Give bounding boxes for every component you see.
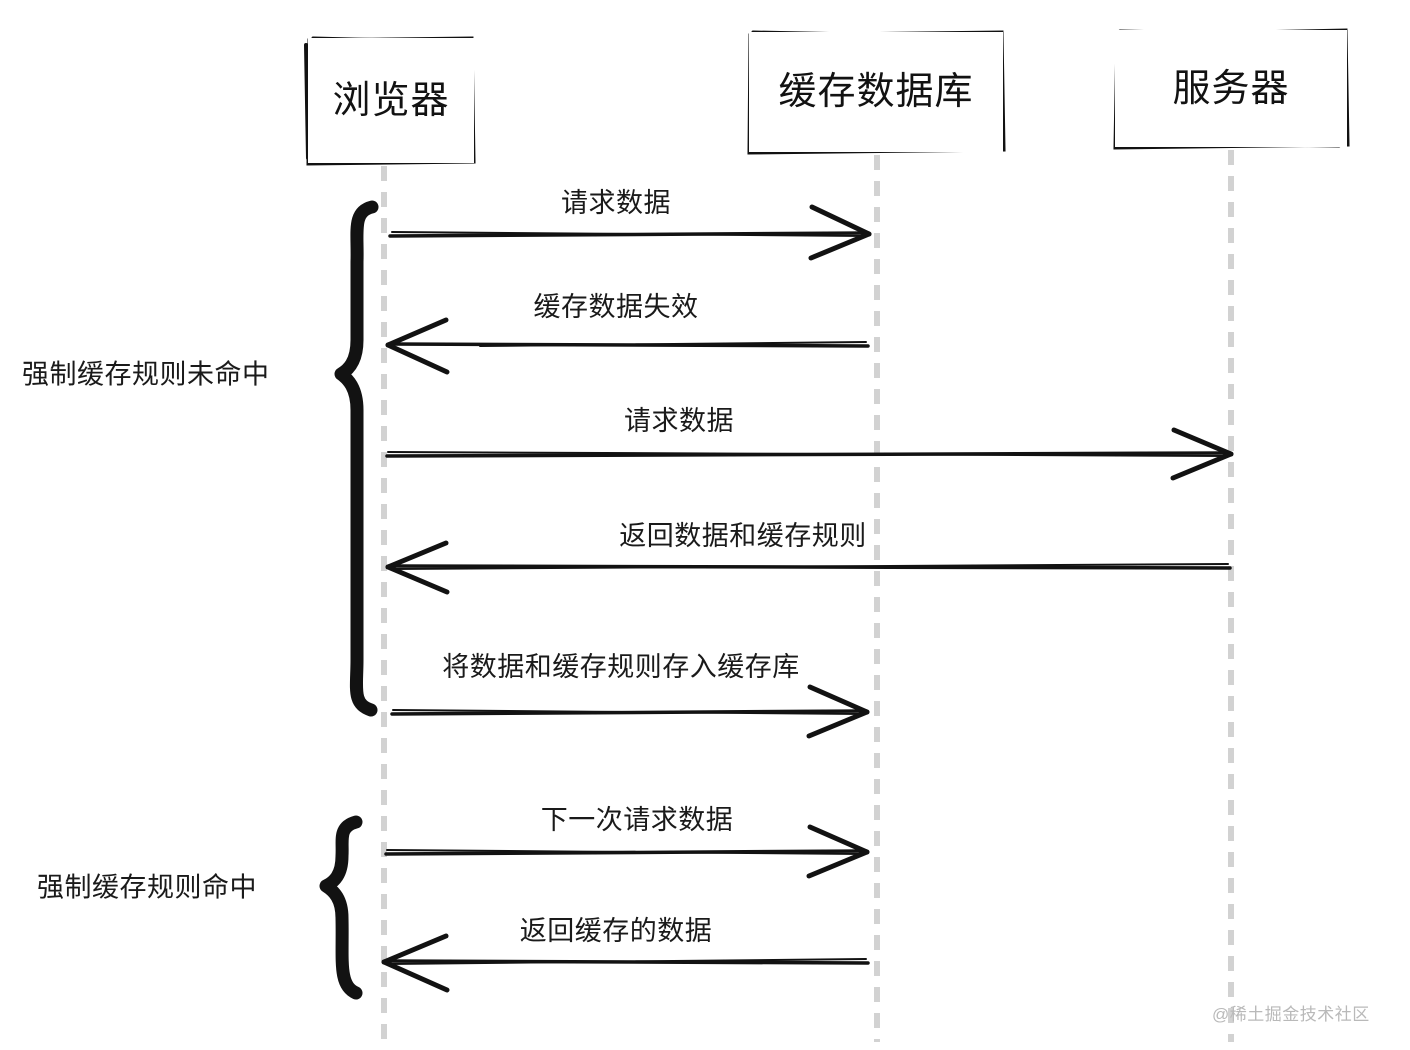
message-label-6: 下一次请求数据 <box>540 805 734 835</box>
message-label-7: 返回缓存的数据 <box>519 916 713 946</box>
message-label-2: 缓存数据失效 <box>533 292 699 322</box>
actor-label-browser: 浏览器 <box>332 79 450 122</box>
message-arrow-3 <box>385 427 1234 481</box>
message-arrow-5 <box>390 684 870 739</box>
message-label-4: 返回数据和缓存规则 <box>619 521 867 551</box>
lifelines-group <box>381 150 1234 1042</box>
actor-box-cache[interactable]: 缓存数据库 <box>749 32 1003 152</box>
actor-box-server[interactable]: 服务器 <box>1115 30 1347 147</box>
message-arrow-2 <box>385 317 870 375</box>
group-label-cache-hit: 强制缓存规则命中 <box>37 872 257 903</box>
actor-label-server: 服务器 <box>1172 67 1290 110</box>
message-label-5: 将数据和缓存规则存入缓存库 <box>442 652 800 682</box>
message-label-1: 请求数据 <box>561 188 671 218</box>
message-label-3: 请求数据 <box>624 406 734 436</box>
watermark: @稀土掘金技术社区 <box>1212 1005 1370 1024</box>
group-brace-miss <box>334 200 379 717</box>
group-label-cache-miss: 强制缓存规则未命中 <box>22 359 270 390</box>
actor-label-cache: 缓存数据库 <box>778 71 974 113</box>
group-brace-hit <box>319 815 363 1000</box>
actor-box-browser[interactable]: 浏览器 <box>308 38 474 163</box>
